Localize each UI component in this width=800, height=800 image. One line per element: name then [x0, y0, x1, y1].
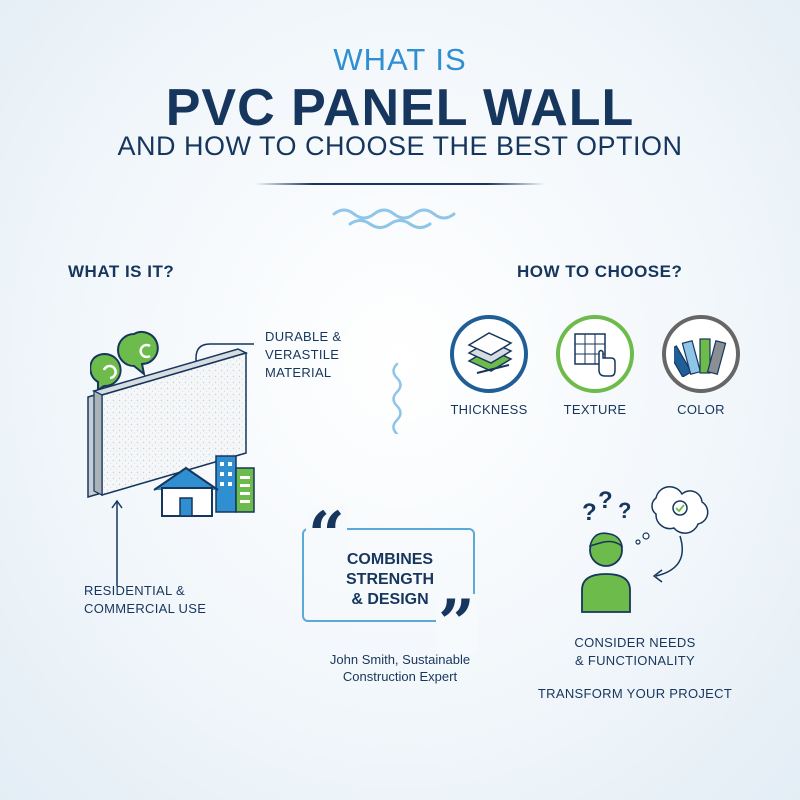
title-divider [255, 183, 545, 185]
texture-option [556, 315, 634, 393]
quote-author-line: John Smith, Sustainable [329, 652, 471, 667]
quote-line: STRENGTH [346, 571, 434, 588]
quote-text: COMBINES STRENGTH & DESIGN [330, 550, 450, 610]
material-callout-line: DURABLE & [265, 329, 342, 344]
usage-callout: RESIDENTIAL & COMMERCIAL USE [84, 582, 206, 618]
page-title: PVC PANEL WALL [165, 79, 635, 137]
open-quote-icon: “ [306, 498, 347, 573]
up-arrow-icon [111, 499, 123, 586]
pvc-panel-illustration [87, 348, 249, 498]
texture-touch-icon [574, 333, 616, 377]
material-callout-line: VERASTILE [265, 347, 340, 362]
color-option [662, 315, 740, 393]
quote-line: COMBINES [346, 551, 434, 568]
title-line-1: WHAT IS [333, 42, 467, 77]
wave-divider-icon [332, 208, 456, 229]
thickness-label: THICKNESS [450, 402, 528, 417]
quote-author: John Smith, Sustainable Construction Exp… [290, 651, 510, 685]
thinking-person-icon: ? ? ? [581, 486, 709, 613]
close-quote-icon: ” [436, 586, 477, 661]
what-is-it-heading: WHAT IS IT? [68, 262, 175, 281]
panel-layers-icon [467, 332, 513, 374]
svg-text:?: ? [582, 499, 597, 526]
quote-line: & DESIGN [351, 591, 429, 608]
cta-text: TRANSFORM YOUR PROJECT [537, 686, 733, 701]
usage-callout-line: RESIDENTIAL & [84, 583, 185, 598]
quote-author-line: Construction Expert [342, 669, 458, 684]
texture-label: TEXTURE [563, 402, 627, 417]
consider-caption-line: & FUNCTIONALITY [574, 653, 696, 668]
speech-bubble-icon [90, 331, 159, 392]
squiggle-divider-icon [392, 362, 402, 434]
material-callout-line: MATERIAL [265, 365, 332, 380]
color-label: COLOR [677, 402, 725, 417]
color-swatch-icon [674, 338, 727, 377]
how-to-choose-heading: HOW TO CHOOSE? [517, 262, 683, 281]
quote-box [302, 528, 475, 622]
usage-callout-line: COMMERCIAL USE [84, 601, 207, 616]
consider-caption-line: CONSIDER NEEDS [574, 635, 696, 650]
svg-text:?: ? [598, 487, 613, 514]
consider-caption: CONSIDER NEEDS & FUNCTIONALITY [540, 634, 730, 670]
svg-text:?: ? [618, 498, 631, 523]
building-house-icon [153, 455, 255, 517]
thickness-option [450, 315, 528, 393]
title-subtitle: AND HOW TO CHOOSE THE BEST OPTION [117, 131, 683, 161]
material-callout: DURABLE & VERASTILE MATERIAL [265, 328, 341, 382]
